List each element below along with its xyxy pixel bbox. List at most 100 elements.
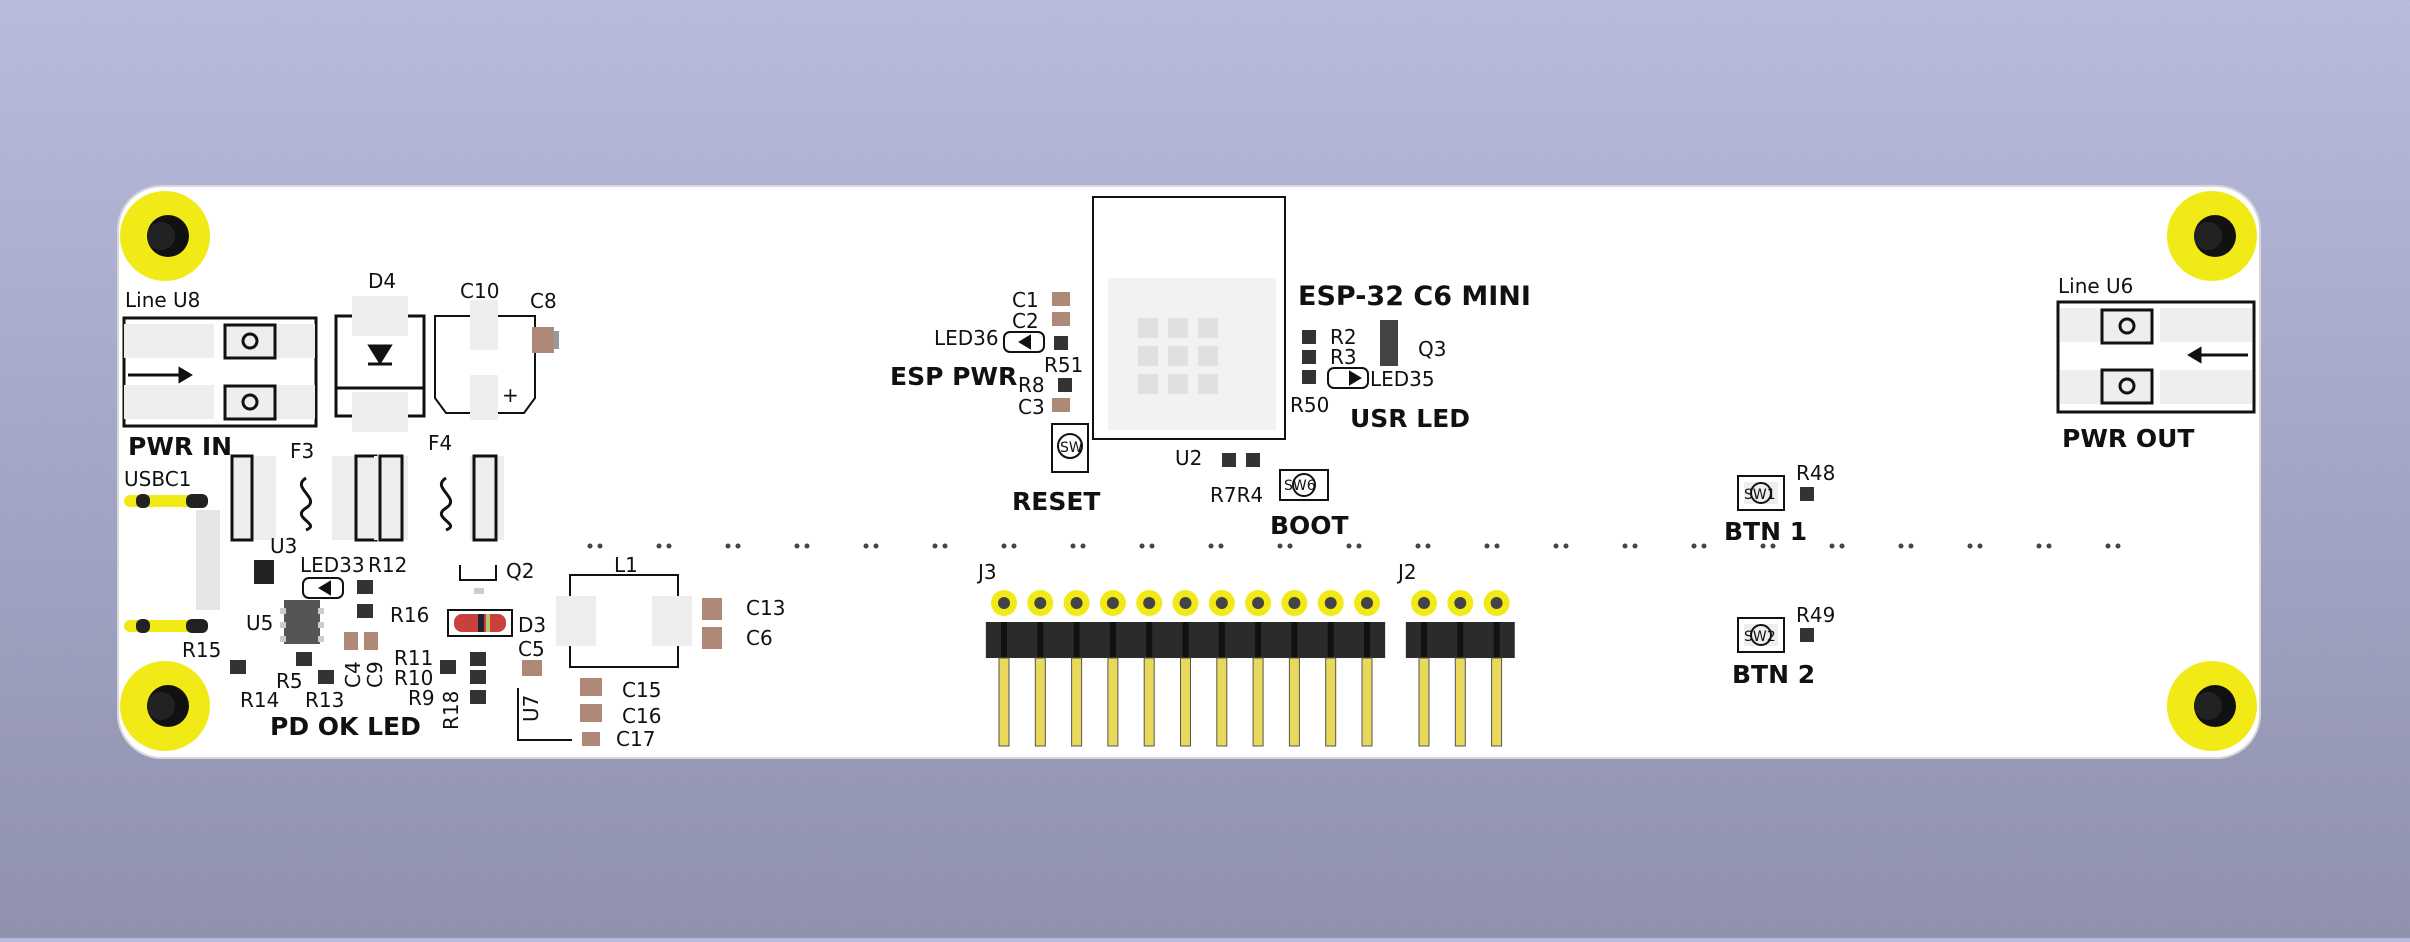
- label-c1: C1: [1012, 288, 1039, 312]
- via: [1277, 543, 1283, 549]
- header-pin: [1180, 657, 1191, 747]
- via: [1001, 543, 1007, 549]
- transistor-q3: [1380, 320, 1398, 366]
- header-pin: [1491, 657, 1503, 747]
- reset-button[interactable]: SW: [1051, 423, 1089, 473]
- via: [1908, 543, 1914, 549]
- via: [1691, 543, 1697, 549]
- label-usbc1: USBC1: [124, 467, 191, 491]
- label-c2: C2: [1012, 309, 1039, 333]
- header-divider: [1146, 622, 1153, 658]
- header-pin: [1454, 657, 1466, 747]
- label-c8: C8: [530, 289, 557, 313]
- label-reset: RESET: [1012, 487, 1100, 516]
- label-line-u6: Line U6: [2058, 274, 2133, 298]
- header-divider: [1327, 622, 1334, 658]
- header-pin: [1361, 657, 1373, 747]
- header-pin-top: [1454, 597, 1467, 609]
- header-pin: [1107, 657, 1119, 747]
- via: [666, 543, 672, 549]
- via: [587, 543, 593, 549]
- label-pwr-in: PWR IN: [128, 432, 232, 461]
- via: [873, 543, 879, 549]
- label-q3: Q3: [1418, 337, 1446, 361]
- diode-d4: [334, 296, 426, 432]
- label-r16: R16: [390, 603, 429, 627]
- label-c5: C5: [518, 637, 545, 661]
- ic-u3: [254, 560, 274, 584]
- transistor-q2: [459, 565, 497, 594]
- label-pd-ok-led: PD OK LED: [270, 712, 421, 741]
- header-divider: [1291, 622, 1298, 658]
- via: [863, 543, 869, 549]
- via: [1770, 543, 1776, 549]
- module-u2-esp32: [1092, 196, 1286, 440]
- resistor-r18: [440, 660, 456, 674]
- via: [2105, 543, 2111, 549]
- via: [1622, 543, 1628, 549]
- header-divider: [1182, 622, 1189, 658]
- label-c6: C6: [746, 626, 773, 650]
- header-pin-top: [1143, 597, 1156, 609]
- label-q2: Q2: [506, 559, 534, 583]
- label-c9: C9: [363, 661, 387, 688]
- header-pin-top: [1288, 597, 1301, 609]
- label-led35: LED35: [1370, 367, 1435, 391]
- header-pin: [1143, 657, 1155, 747]
- label-r8: R8: [1018, 373, 1045, 397]
- resistor-r51-pad: [1054, 336, 1068, 350]
- label-pwr-out: PWR OUT: [2062, 424, 2194, 453]
- usb-c-connector-usbc1: [124, 494, 220, 633]
- header-divider: [1073, 622, 1080, 658]
- mounting-hole-bottom-right: [2167, 661, 2257, 751]
- via: [1553, 543, 1559, 549]
- resistor-r10: [470, 670, 486, 684]
- capacitor-c6: [702, 627, 722, 649]
- resistor-r7: [1222, 453, 1236, 467]
- capacitor-c16: [580, 704, 602, 722]
- header-pin: [1071, 657, 1083, 747]
- resistor-r16: [357, 604, 373, 618]
- via: [794, 543, 800, 549]
- label-sw1: SW1: [1744, 487, 1776, 503]
- via: [804, 543, 810, 549]
- label-r50: R50: [1290, 393, 1329, 417]
- diode-d3: [447, 609, 513, 637]
- capacitor-c1: [1052, 292, 1070, 306]
- header-pin-top: [1179, 597, 1192, 609]
- via: [1829, 543, 1835, 549]
- label-esp32-module: ESP-32 C6 MINI: [1298, 281, 1531, 312]
- header-divider: [1421, 622, 1427, 658]
- label-r13: R13: [305, 688, 344, 712]
- ic-u7: [517, 688, 572, 741]
- via: [1839, 543, 1845, 549]
- label-r12: R12: [368, 553, 407, 577]
- capacitor-c10: +: [434, 300, 536, 420]
- header-pin-top: [1490, 597, 1503, 609]
- header-j2: [1405, 590, 1515, 747]
- label-sw2: SW2: [1744, 629, 1776, 645]
- label-l1: L1: [614, 553, 638, 577]
- header-pin: [1418, 657, 1430, 747]
- label-u7: U7: [519, 695, 543, 722]
- header-pin: [1325, 657, 1337, 747]
- via: [1346, 543, 1352, 549]
- label-u2: U2: [1175, 446, 1202, 470]
- btn2-button[interactable]: SW2: [1737, 617, 1785, 653]
- via: [2046, 543, 2052, 549]
- label-r48: R48: [1796, 461, 1835, 485]
- label-c10: C10: [460, 279, 499, 303]
- header-divider: [1037, 622, 1044, 658]
- resistor-r4: [1246, 453, 1260, 467]
- header-pin-top: [1418, 597, 1430, 609]
- header-pin: [1252, 657, 1264, 747]
- resistor-r13: [318, 670, 334, 684]
- boot-button[interactable]: SW6: [1279, 469, 1329, 501]
- label-j3: J3: [976, 560, 997, 584]
- resistor-r12: [357, 580, 373, 594]
- via: [1070, 543, 1076, 549]
- btn1-button[interactable]: SW1: [1737, 475, 1785, 511]
- label-r18: R18: [439, 691, 463, 730]
